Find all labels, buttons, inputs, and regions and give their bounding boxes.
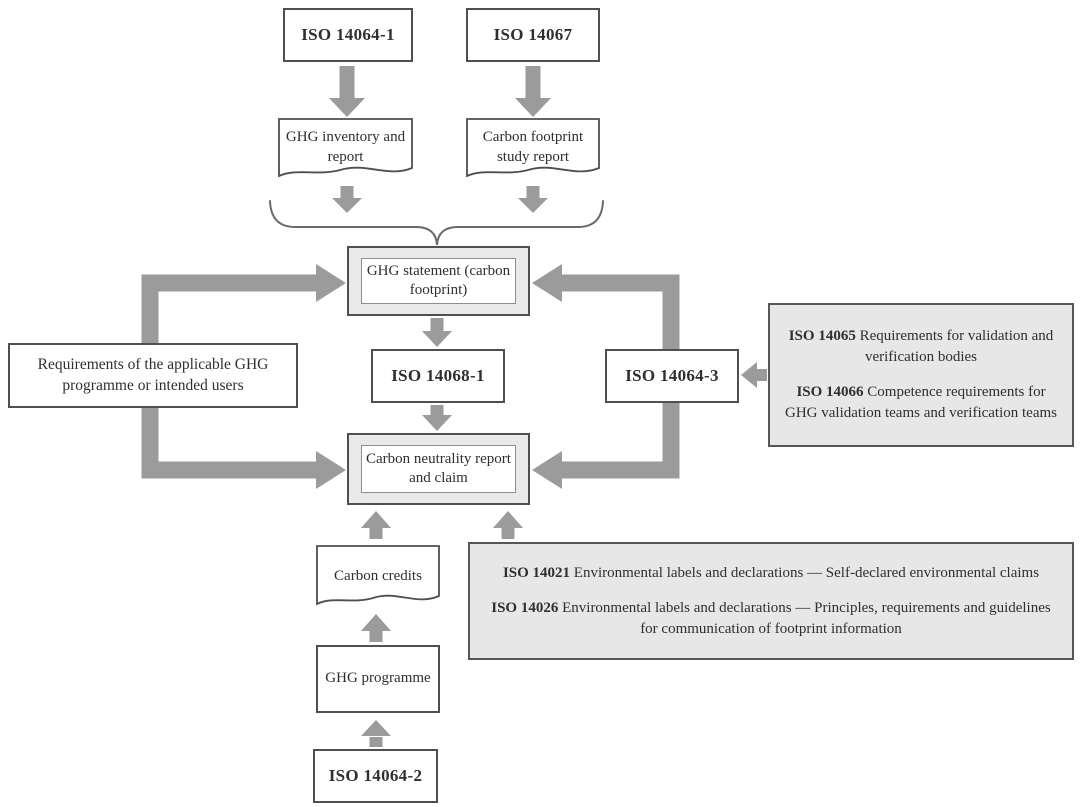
info-item-iso-14065: ISO 14065 Requirements for validation an… xyxy=(782,326,1060,368)
info-box-validation-verification: ISO 14065 Requirements for validation an… xyxy=(768,303,1074,447)
arrow-up-labels-to-neutrality-icon xyxy=(493,511,523,539)
arrow-left-validation-to-iso14064-3-icon xyxy=(741,362,767,388)
node-ghg-programme: GHG programme xyxy=(316,645,440,713)
doc-carbon-footprint-label: Carbon footprint study report xyxy=(482,129,584,165)
iso-14026-code: ISO 14026 xyxy=(491,599,559,616)
arrow-down-iso14067-to-footprint-icon xyxy=(515,66,551,117)
doc-ghg-inventory-label: GHG inventory and report xyxy=(285,129,406,165)
iso-14021-text: Environmental labels and declarations — … xyxy=(573,564,1040,581)
node-iso-14068-1: ISO 14068-1 xyxy=(371,349,505,403)
node-requirements-ghg-programme: Requirements of the applicable GHG progr… xyxy=(8,343,298,408)
iso-14066-text: Competence requirements for GHG validati… xyxy=(785,384,1057,421)
node-iso-14067: ISO 14067 xyxy=(466,8,600,62)
node-ghg-statement: GHG statement (carbon footprint) xyxy=(347,246,530,316)
iso-14026-text: Environmental labels and declarations — … xyxy=(562,599,1051,637)
node-iso-14064-1: ISO 14064-1 xyxy=(283,8,413,62)
arrow-down-inventory-to-brace-icon xyxy=(332,186,362,213)
doc-ghg-inventory: GHG inventory and report xyxy=(278,118,413,184)
node-iso-14064-3: ISO 14064-3 xyxy=(605,349,739,403)
node-ghg-statement-label: GHG statement (carbon footprint) xyxy=(361,258,516,304)
doc-carbon-credits: Carbon credits xyxy=(316,545,440,612)
merge-brace-icon xyxy=(269,200,604,246)
arrow-down-iso14064-1-to-inventory-icon xyxy=(329,66,365,117)
arrow-up-iso14064-2-to-programme-icon xyxy=(361,720,391,747)
iso-14065-text: Requirements for validation and verifica… xyxy=(859,328,1054,365)
info-item-iso-14066: ISO 14066 Competence requirements for GH… xyxy=(782,382,1060,424)
arrow-down-iso14068-to-neutrality-icon xyxy=(422,405,452,431)
doc-carbon-footprint-report: Carbon footprint study report xyxy=(466,118,600,184)
elbow-arrow-iso14064-3-to-neutrality-icon xyxy=(532,403,680,489)
arrow-up-programme-to-credits-icon xyxy=(361,614,391,642)
doc-carbon-credits-label: Carbon credits xyxy=(334,568,422,584)
arrow-down-statement-to-iso14068-icon xyxy=(422,318,452,347)
document-shape-icon xyxy=(316,545,440,606)
info-item-iso-14026: ISO 14026 Environmental labels and decla… xyxy=(482,598,1060,640)
elbow-arrow-requirements-to-statement-icon xyxy=(141,264,346,343)
arrow-down-footprint-to-brace-icon xyxy=(518,186,548,213)
node-carbon-neutrality: Carbon neutrality report and claim xyxy=(347,433,530,505)
document-shape-icon xyxy=(278,118,413,178)
elbow-arrow-requirements-to-neutrality-icon xyxy=(141,408,346,489)
info-item-iso-14021: ISO 14021 Environmental labels and decla… xyxy=(482,563,1060,584)
node-carbon-neutrality-label: Carbon neutrality report and claim xyxy=(361,445,516,493)
info-box-environmental-labels: ISO 14021 Environmental labels and decla… xyxy=(468,542,1074,660)
iso-14066-code: ISO 14066 xyxy=(796,384,864,400)
iso-14021-code: ISO 14021 xyxy=(502,564,571,581)
arrow-up-credits-to-neutrality-icon xyxy=(361,511,391,539)
iso-14065-code: ISO 14065 xyxy=(788,328,856,344)
node-iso-14064-2: ISO 14064-2 xyxy=(313,749,438,803)
elbow-arrow-iso14064-3-to-statement-icon xyxy=(532,264,680,349)
document-shape-icon xyxy=(466,118,600,178)
